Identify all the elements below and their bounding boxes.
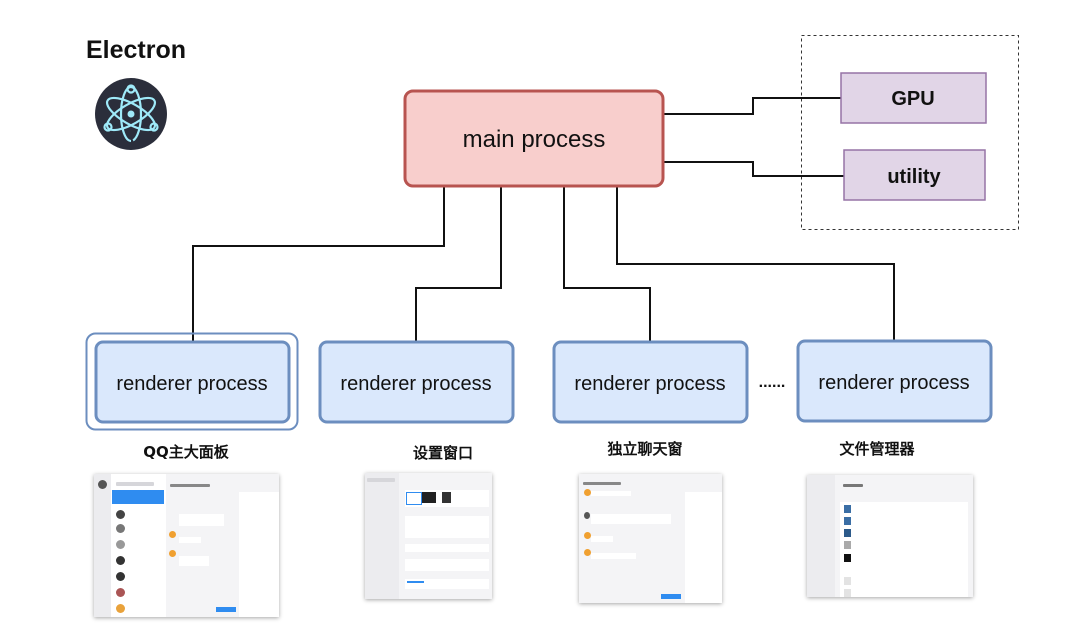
caption-file-manager: 文件管理器 bbox=[839, 440, 915, 458]
renderer-label: renderer process bbox=[340, 373, 491, 395]
caption-settings-window: 设置窗口 bbox=[412, 444, 474, 462]
qq-main-panel-screenshot bbox=[94, 474, 279, 617]
renderer-label: renderer process bbox=[574, 373, 725, 395]
renderer-label: renderer process bbox=[818, 372, 969, 394]
file-manager-screenshot bbox=[807, 475, 973, 597]
caption-chat-window: 独立聊天窗 bbox=[607, 440, 683, 458]
diagram-title: Electron bbox=[86, 36, 187, 64]
utility-process-group bbox=[801, 35, 1019, 230]
electron-logo-icon bbox=[95, 78, 167, 150]
renderer-label: renderer process bbox=[116, 373, 267, 395]
chat-window-screenshot bbox=[579, 474, 722, 603]
utility-process-node[interactable]: utility bbox=[843, 149, 986, 201]
gpu-label: GPU bbox=[891, 88, 934, 110]
connectors bbox=[192, 97, 895, 342]
caption-qq-main-panel: QQ主大面板 bbox=[143, 443, 229, 461]
renderer-process-node-2[interactable]: renderer process bbox=[318, 340, 515, 424]
connector-renderer-2 bbox=[415, 186, 502, 342]
selection-outline bbox=[85, 332, 299, 431]
settings-window-screenshot bbox=[365, 473, 492, 599]
main-process-label: main process bbox=[463, 126, 606, 153]
connector-renderer-3 bbox=[563, 186, 651, 342]
connector-renderer-4 bbox=[616, 186, 895, 341]
connector-utility bbox=[664, 161, 844, 177]
ellipsis: ...... bbox=[759, 374, 786, 391]
connector-renderer-1 bbox=[192, 186, 445, 342]
gpu-process-node[interactable]: GPU bbox=[840, 72, 987, 124]
utility-label: utility bbox=[887, 166, 941, 188]
renderer-process-node-1[interactable]: renderer process bbox=[94, 340, 291, 424]
main-process-node[interactable]: main process bbox=[403, 89, 665, 188]
renderer-process-node-3[interactable]: renderer process bbox=[552, 340, 749, 424]
connector-gpu bbox=[664, 97, 841, 115]
renderer-process-node-4[interactable]: renderer process bbox=[796, 339, 993, 423]
